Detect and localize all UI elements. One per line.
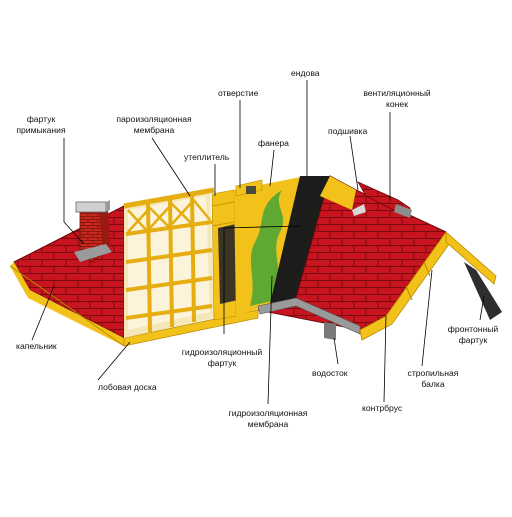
label-fanera: фанера: [258, 138, 289, 148]
label-otverstie: отверстие: [218, 88, 259, 98]
label-gidroizolyatsionny-fartuk: гидроизоляционный фартук: [181, 347, 263, 368]
label-stropilnaya-balka: стропильная балка: [407, 368, 459, 389]
dark-membrane-strip: [218, 224, 238, 304]
label-fartuk-primykaniya: фартук примыкания: [16, 114, 66, 135]
rafter-frame: [123, 187, 215, 338]
valley: [270, 176, 330, 304]
ventilation-ridge: [352, 181, 412, 218]
gutter: [257, 297, 361, 340]
label-podshivka: подшивка: [328, 126, 368, 136]
label-kapelnik: капельник: [16, 341, 57, 351]
label-endova: ендова: [291, 68, 320, 78]
label-kontrbrus: контрбрус: [362, 403, 403, 413]
gable-flashing: [464, 262, 502, 320]
label-paroizolyatsionnaya-membrana: пароизоляционная мембрана: [116, 114, 192, 135]
label-gidroizolyatsionnaya-membrana: гидроизоляционная мембрана: [228, 408, 308, 429]
label-vodostok: водосток: [312, 368, 348, 378]
fascia-board: [123, 309, 259, 347]
label-lobovaya-doska: лобовая доска: [98, 382, 157, 392]
label-frontonny-fartuk: фронтонный фартук: [447, 324, 499, 345]
leader-lines: [31, 80, 485, 405]
label-ventilyatsionny-konek: вентиляционный конек: [363, 88, 431, 109]
label-uteplitel: утеплитель: [184, 152, 230, 162]
chimney: [74, 200, 112, 263]
